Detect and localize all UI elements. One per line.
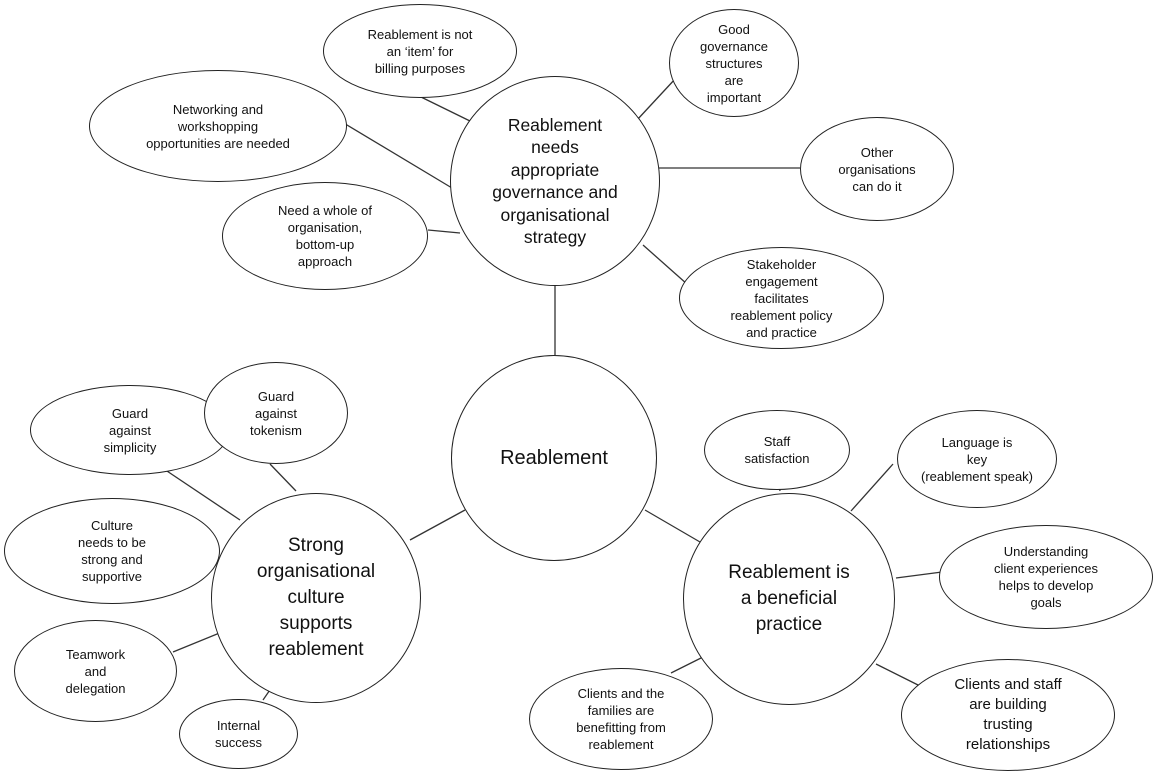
- subtheme-whole-org-node: Need a whole of organisation, bottom-up …: [222, 182, 428, 290]
- subtheme-staff-satisfaction-label: Staff satisfaction: [744, 434, 810, 466]
- subtheme-simplicity-label: Guard against simplicity: [103, 405, 157, 455]
- subtheme-whole-org-label: Need a whole of organisation, bottom-up …: [278, 203, 372, 269]
- connector-line-3: [644, 509, 701, 543]
- connector-line-5: [636, 77, 677, 121]
- subtheme-billing-node: Reablement is not an ‘item’ for billing …: [323, 4, 517, 98]
- connector-line-19: [875, 663, 921, 687]
- subtheme-stakeholder-label: Stakeholder engagement facilitates reabl…: [730, 256, 833, 340]
- subtheme-client-experiences-node: Understanding client experiences helps t…: [939, 525, 1153, 629]
- connector-line-17: [895, 571, 943, 579]
- governance-theme-label: Reablement needs appropriate governance …: [492, 114, 618, 248]
- connector-line-2: [409, 509, 466, 541]
- subtheme-trusting-label: Clients and staff are building trusting …: [954, 676, 1062, 753]
- subtheme-simplicity-node: Guard against simplicity: [30, 385, 230, 475]
- subtheme-language-label: Language is key (reablement speak): [921, 434, 1033, 484]
- subtheme-tokenism-node: Guard against tokenism: [204, 362, 348, 464]
- central-theme-node: Reablement: [451, 355, 657, 561]
- subtheme-families-label: Clients and the families are benefitting…: [576, 686, 666, 752]
- connector-line-11: [269, 463, 297, 492]
- connector-line-8: [427, 229, 461, 234]
- subtheme-other-orgs-node: Other organisations can do it: [800, 117, 954, 221]
- connector-line-16: [850, 463, 894, 512]
- subtheme-language-node: Language is key (reablement speak): [897, 410, 1057, 508]
- subtheme-culture-strong-node: Culture needs to be strong and supportiv…: [4, 498, 220, 604]
- beneficial-theme-label: Reablement is a beneficial practice: [728, 562, 850, 635]
- central-theme-label: Reablement: [500, 447, 608, 469]
- subtheme-teamwork-label: Teamwork and delegation: [65, 646, 126, 696]
- culture-theme-label: Strong organisational culture supports r…: [256, 535, 376, 660]
- connector-line-13: [172, 631, 223, 653]
- subtheme-other-orgs-label: Other organisations can do it: [838, 144, 916, 194]
- governance-theme-node: Reablement needs appropriate governance …: [450, 76, 660, 286]
- subtheme-client-experiences-label: Understanding client experiences helps t…: [993, 544, 1099, 610]
- subtheme-tokenism-label: Guard against tokenism: [249, 388, 303, 438]
- subtheme-culture-strong-label: Culture needs to be strong and supportiv…: [78, 518, 146, 584]
- subtheme-networking-node: Networking and workshopping opportunitie…: [89, 70, 347, 182]
- culture-theme-node: Strong organisational culture supports r…: [211, 493, 421, 703]
- connector-line-4: [420, 96, 473, 123]
- subtheme-internal-label: Internal success: [215, 718, 262, 750]
- subtheme-good-governance-node: Good governance structures are important: [669, 9, 799, 117]
- beneficial-theme-node: Reablement is a beneficial practice: [683, 493, 895, 705]
- subtheme-stakeholder-node: Stakeholder engagement facilitates reabl…: [679, 247, 884, 349]
- subtheme-trusting-node: Clients and staff are building trusting …: [901, 659, 1115, 771]
- connector-line-6: [341, 121, 453, 189]
- subtheme-billing-label: Reablement is not an ‘item’ for billing …: [367, 26, 473, 76]
- subtheme-teamwork-node: Teamwork and delegation: [14, 620, 177, 722]
- subtheme-staff-satisfaction-node: Staff satisfaction: [704, 410, 850, 490]
- subtheme-families-node: Clients and the families are benefitting…: [529, 668, 713, 770]
- subtheme-internal-node: Internal success: [179, 699, 298, 769]
- subtheme-networking-label: Networking and workshopping opportunitie…: [146, 101, 290, 151]
- subtheme-good-governance-label: Good governance structures are important: [700, 21, 768, 105]
